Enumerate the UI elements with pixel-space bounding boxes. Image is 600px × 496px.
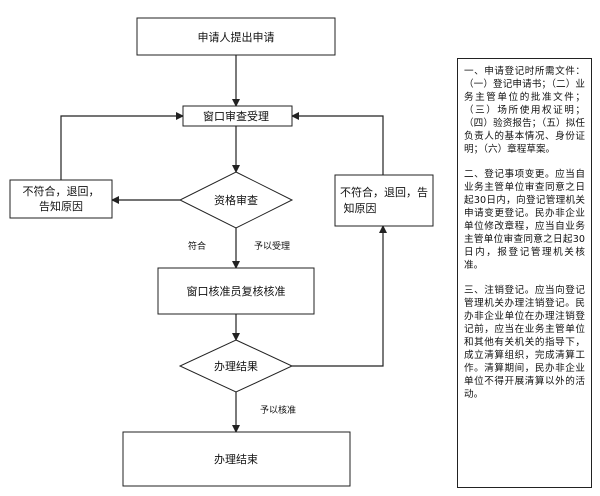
edge-label-accept: 予以受理 bbox=[254, 240, 290, 252]
node-recheck: 窗口核准员复核核准 bbox=[157, 267, 315, 315]
node-start: 申请人提出申请 bbox=[136, 17, 336, 56]
edge-label-approve: 予以核准 bbox=[260, 404, 296, 416]
node-end-label: 办理结束 bbox=[214, 453, 258, 466]
edge-reject-right-to-window bbox=[291, 112, 384, 175]
node-reject-right-line2: 知原因 bbox=[344, 201, 377, 215]
node-end: 办理结束 bbox=[122, 431, 351, 487]
note-cancellation: 三、注销登记。应当向登记管理机关办理注销登记。民办非企业单位在办理注销登记前，应… bbox=[464, 285, 585, 400]
node-reject-right-line1: 不符合，退回，告 bbox=[340, 185, 428, 199]
notes-panel: 一、申请登记时所需文件：（一）登记申请书；（二）业务主管单位的批准文件；（三）场… bbox=[457, 58, 592, 488]
edge-result-to-reject-right bbox=[292, 225, 387, 367]
node-result-label: 办理结果 bbox=[214, 360, 258, 373]
node-start-label: 申请人提出申请 bbox=[198, 30, 275, 44]
edge-reject-left-to-window bbox=[60, 112, 184, 180]
node-result: 办理结果 bbox=[178, 339, 294, 393]
edge-label-meets: 符合 bbox=[188, 240, 206, 252]
node-window-review-label: 窗口审查受理 bbox=[203, 109, 269, 123]
note-registration-documents: 一、申请登记时所需文件：（一）登记申请书；（二）业务主管单位的批准文件；（三）场… bbox=[464, 66, 585, 155]
node-recheck-label: 窗口核准员复核核准 bbox=[187, 284, 286, 298]
note-change-registration: 二、登记事项变更。应当自业务主管单位审查同意之日起30日内，向登记管理机关申请变… bbox=[464, 169, 585, 271]
node-reject-left-line2: 告知原因 bbox=[39, 199, 83, 213]
node-reject-right: 不符合，退回，告 知原因 bbox=[334, 174, 434, 227]
node-window-review: 窗口审查受理 bbox=[182, 105, 293, 127]
node-reject-left-line1: 不符合，退回， bbox=[23, 184, 100, 198]
node-reject-left: 不符合，退回， 告知原因 bbox=[9, 179, 113, 219]
node-qualification: 资格审查 bbox=[178, 171, 294, 229]
node-qualification-label: 资格审查 bbox=[214, 193, 258, 207]
